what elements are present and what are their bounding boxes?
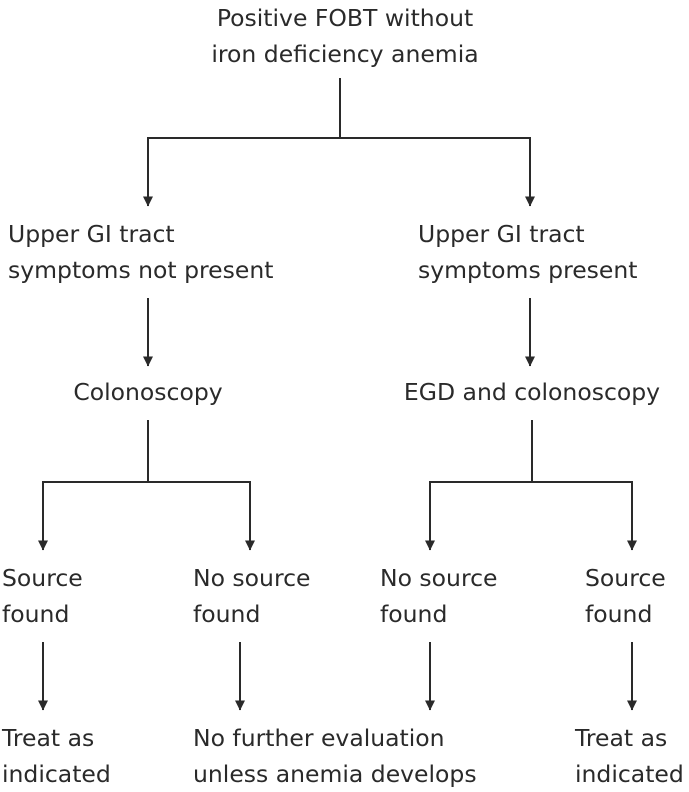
node-text-line: No source xyxy=(380,564,498,592)
node-text-line: found xyxy=(2,600,70,628)
node-text-line: Upper GI tract xyxy=(418,220,585,248)
node-text-line: found xyxy=(585,600,653,628)
node-text-line: indicated xyxy=(575,760,684,788)
connector-colonoscopy-to-source_found_left xyxy=(38,420,149,551)
node-symptoms-present: Upper GI tract symptoms present xyxy=(418,216,678,288)
connector-egd_colonoscopy-to-no_source_found_right xyxy=(425,420,533,551)
node-egd-colonoscopy: EGD and colonoscopy xyxy=(386,374,678,410)
node-text-line: found xyxy=(380,600,448,628)
connector-colonoscopy-to-no_source_found_left xyxy=(148,481,255,551)
node-treat-left: Treat as indicated xyxy=(2,720,142,792)
node-positive-fobt: Positive FOBT without iron deficiency an… xyxy=(170,0,520,72)
node-no-further-evaluation: No further evaluation unless anemia deve… xyxy=(193,720,503,792)
node-text-line: unless anemia develops xyxy=(193,760,477,788)
connector-root-to-no_symptoms xyxy=(143,78,341,207)
node-text-line: Upper GI tract xyxy=(8,220,175,248)
node-text-line: Source xyxy=(2,564,83,592)
node-text-line: No source xyxy=(193,564,311,592)
connector-egd_colonoscopy-to-source_found_right xyxy=(532,481,637,551)
node-text-line: Treat as xyxy=(2,724,95,752)
node-text-line: Positive FOBT without xyxy=(216,4,474,32)
connector-root-to-symptoms xyxy=(340,137,535,207)
node-text-line: EGD and colonoscopy xyxy=(403,378,661,406)
node-text-line: indicated xyxy=(2,760,111,788)
node-text-line: Treat as xyxy=(575,724,668,752)
node-text-line: Source xyxy=(585,564,666,592)
node-source-found-left: Source found xyxy=(2,560,122,632)
node-treat-right: Treat as indicated xyxy=(575,720,687,792)
node-text-line: symptoms present xyxy=(418,256,638,284)
node-text-line: No further evaluation xyxy=(193,724,445,752)
node-text-line: symptoms not present xyxy=(8,256,274,284)
node-colonoscopy: Colonoscopy xyxy=(48,374,248,410)
node-text-line: found xyxy=(193,600,261,628)
node-symptoms-not-present: Upper GI tract symptoms not present xyxy=(8,216,308,288)
node-text-line: iron deficiency anemia xyxy=(211,40,479,68)
node-no-source-found-right: No source found xyxy=(380,560,530,632)
node-no-source-found-left: No source found xyxy=(193,560,343,632)
node-source-found-right: Source found xyxy=(585,560,685,632)
node-text-line: Colonoscopy xyxy=(73,378,223,406)
